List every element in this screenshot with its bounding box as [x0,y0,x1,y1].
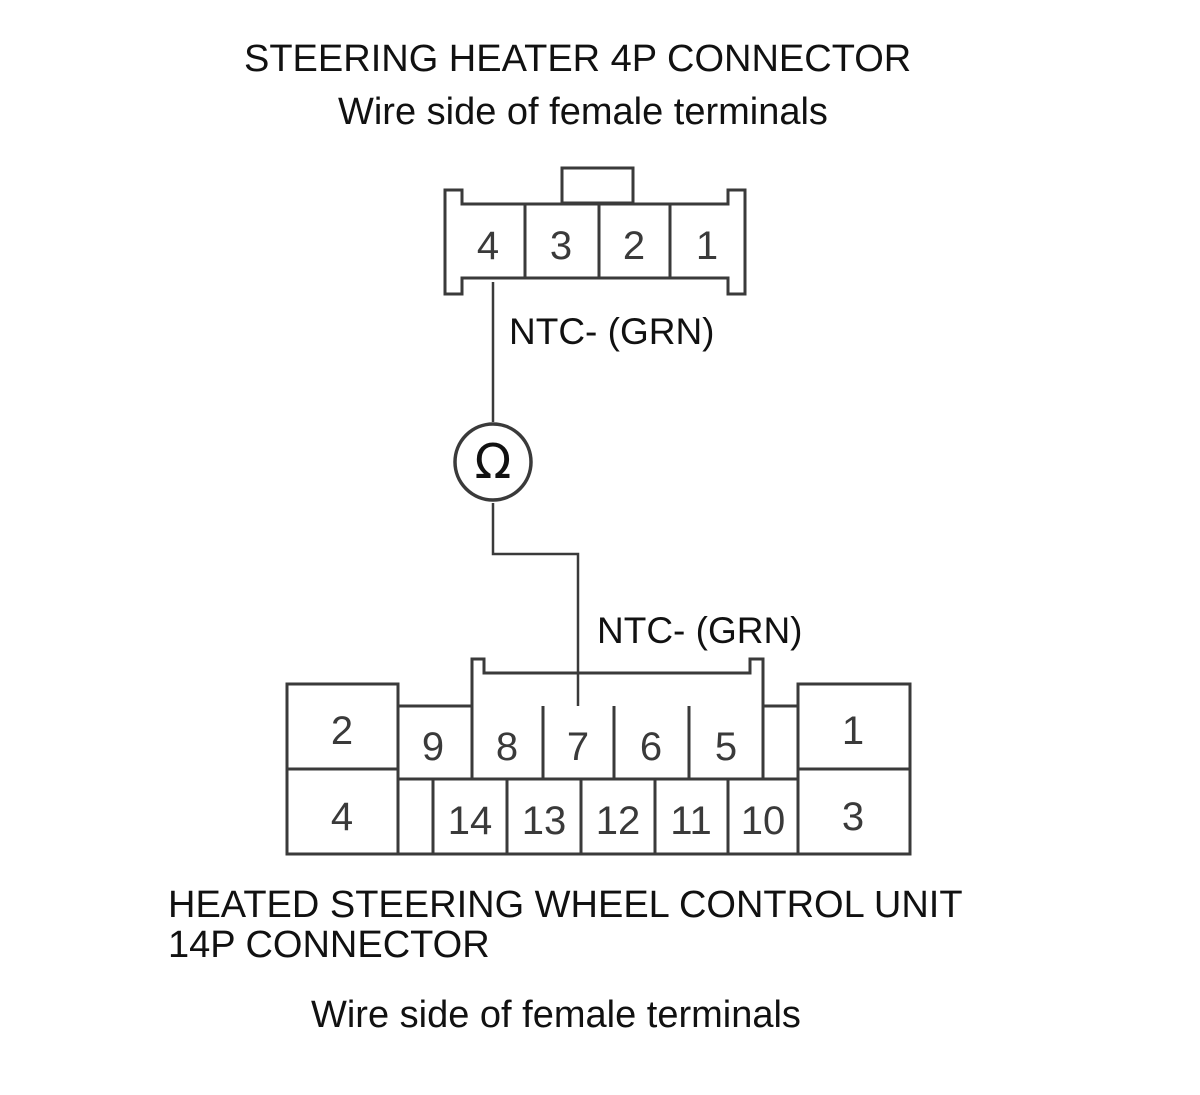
bottom-connector-title-line1: HEATED STEERING WHEEL CONTROL UNIT [168,884,963,926]
wire-label-bottom: NTC- (GRN) [597,610,803,651]
bottom-pin-4: 4 [331,795,353,839]
bottom-pin-1: 1 [842,709,864,753]
bottom-connector-housing [285,657,912,856]
bottom-connector-title-line2: 14P CONNECTOR [168,924,490,966]
bottom-pin-8: 8 [496,725,518,769]
bottom-pin-7: 7 [567,725,589,769]
bottom-pin-11: 11 [670,799,712,843]
top-pin-2: 2 [623,224,645,268]
bottom-pin-12: 12 [596,799,641,843]
bottom-pin-5: 5 [715,725,737,769]
bottom-pin-10: 10 [741,799,786,843]
top-connector-subtitle: Wire side of female terminals [338,91,828,133]
bottom-connector-subtitle: Wire side of female terminals [311,994,801,1036]
bottom-pin-14: 14 [448,799,493,843]
top-pin-3: 3 [550,224,572,268]
top-pin-4: 4 [477,224,499,268]
bottom-pin-2: 2 [331,709,353,753]
ntc-wire [491,282,580,706]
bottom-pin-3: 3 [842,795,864,839]
wire-label-top: NTC- (GRN) [509,311,715,352]
bottom-pin-9: 9 [422,725,444,769]
top-connector-housing [443,166,747,296]
bottom-pin-6: 6 [640,725,662,769]
bottom-pin-13: 13 [522,799,567,843]
ohm-symbol: Ω [475,434,512,490]
ohmmeter-icon [453,422,533,502]
top-connector-title: STEERING HEATER 4P CONNECTOR [244,38,912,80]
top-pin-1: 1 [696,224,718,268]
